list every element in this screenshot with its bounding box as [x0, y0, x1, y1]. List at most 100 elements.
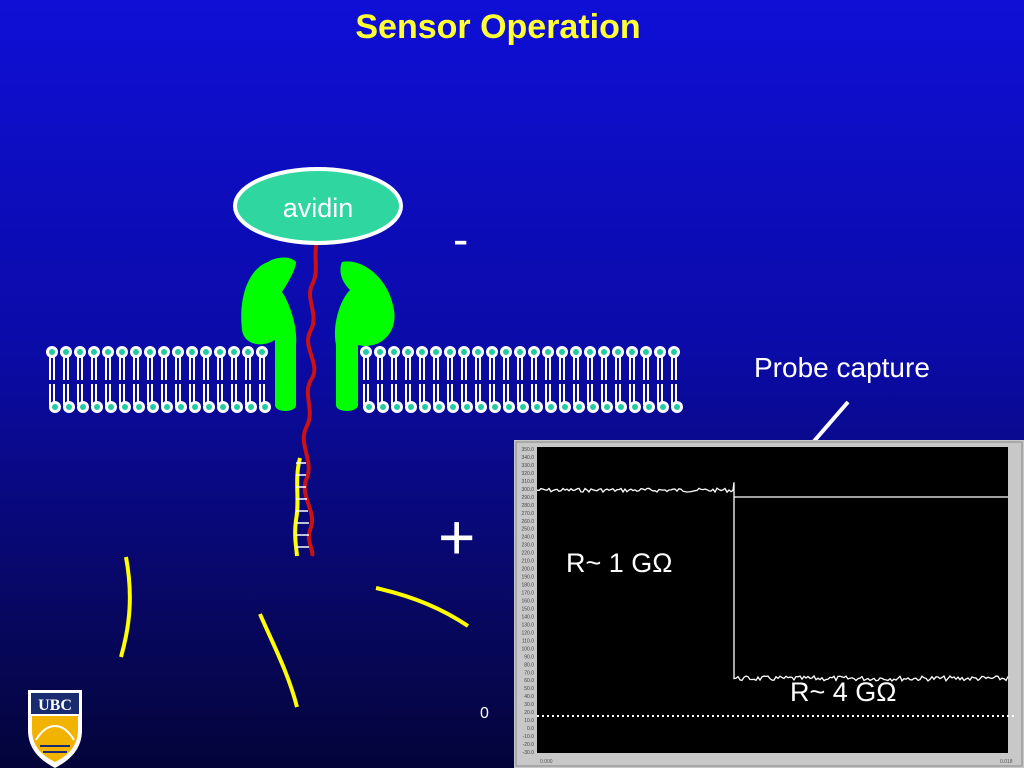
lipid-head-core: [105, 349, 111, 355]
lipid-head-core: [108, 404, 114, 410]
lipid-head-core: [520, 404, 526, 410]
y-tick-label: 50.0: [524, 686, 534, 692]
lipid-head-core: [436, 404, 442, 410]
lipid-head-core: [657, 349, 663, 355]
resistance-label-high: R~ 1 GΩ: [566, 548, 673, 578]
lipid-head-core: [674, 404, 680, 410]
y-tick-label: 270.0: [521, 511, 534, 517]
y-tick-label: 340.0: [521, 455, 534, 461]
y-tick-label: 160.0: [521, 599, 534, 605]
free-strand-2: [258, 613, 299, 708]
lipid-head-core: [203, 349, 209, 355]
y-tick-label: 250.0: [521, 527, 534, 533]
lipid-head-core: [601, 349, 607, 355]
avidin-label: avidin: [283, 193, 354, 223]
y-tick-label: 140.0: [521, 614, 534, 620]
lipid-head-core: [164, 404, 170, 410]
lipid-head-core: [475, 349, 481, 355]
resistance-label-low: R~ 4 GΩ: [790, 677, 897, 707]
lipid-head-core: [245, 349, 251, 355]
lipid-head-core: [646, 404, 652, 410]
y-tick-label: 290.0: [521, 495, 534, 501]
lipid-head-core: [363, 349, 369, 355]
lipid-head-core: [119, 349, 125, 355]
lipid-head-core: [52, 404, 58, 410]
plot-area: [537, 447, 1008, 753]
lipid-head-core: [545, 349, 551, 355]
lipid-head-core: [618, 404, 624, 410]
y-tick-label: -10.0: [523, 734, 535, 740]
avidin-ellipse: [233, 167, 403, 245]
lipid-bilayer-left: [46, 346, 271, 413]
y-tick-label: 20.0: [524, 710, 534, 716]
lipid-head-core: [136, 404, 142, 410]
x-axis-start-label: 0.000: [540, 759, 553, 765]
lipid-head-core: [447, 349, 453, 355]
lipid-head-core: [643, 349, 649, 355]
lipid-head-core: [671, 349, 677, 355]
lipid-head-core: [573, 349, 579, 355]
lipid-head-core: [248, 404, 254, 410]
recording-trace-panel: 350.0340.0330.0320.0310.0300.0290.0280.0…: [514, 440, 1024, 768]
lipid-head-core: [133, 349, 139, 355]
y-tick-label: 260.0: [521, 519, 534, 525]
lipid-head-core: [259, 349, 265, 355]
lipid-head-core: [450, 404, 456, 410]
lipid-head-core: [562, 404, 568, 410]
y-tick-label: 330.0: [521, 463, 534, 469]
lipid-head-core: [231, 349, 237, 355]
y-tick-label: 230.0: [521, 543, 534, 549]
lipid-head-core: [206, 404, 212, 410]
y-tick-label: 310.0: [521, 479, 534, 485]
dna-probe-strand: [301, 237, 320, 557]
free-strand-3: [375, 586, 470, 628]
channel-protein-right-half: [334, 261, 395, 411]
lipid-head-core: [503, 349, 509, 355]
y-tick-label: 110.0: [522, 638, 534, 644]
lipid-head-core: [576, 404, 582, 410]
y-tick-label: 150.0: [521, 606, 534, 612]
current-trace: [536, 482, 1009, 683]
y-tick-label: 280.0: [521, 503, 534, 509]
lipid-head-core: [408, 404, 414, 410]
lipid-head-core: [394, 404, 400, 410]
y-tick-label: 80.0: [524, 662, 534, 668]
lipid-head-core: [217, 349, 223, 355]
lipid-head-core: [461, 349, 467, 355]
y-tick-label: 220.0: [521, 551, 534, 557]
lipid-head-core: [433, 349, 439, 355]
lipid-head-core: [147, 349, 153, 355]
lipid-head-core: [220, 404, 226, 410]
lipid-head-core: [587, 349, 593, 355]
lipid-head-core: [234, 404, 240, 410]
lipid-head-core: [262, 404, 268, 410]
lipid-head-core: [192, 404, 198, 410]
lipid-head-core: [590, 404, 596, 410]
y-axis-tick-labels: 350.0340.0330.0320.0310.0300.0290.0280.0…: [521, 447, 534, 756]
lipid-head-core: [80, 404, 86, 410]
x-axis-end-label: 0.018: [1000, 759, 1013, 765]
lipid-head-core: [150, 404, 156, 410]
y-tick-label: -30.0: [523, 750, 535, 756]
lipid-head-core: [366, 404, 372, 410]
slide-title: Sensor Operation: [355, 8, 641, 46]
lipid-bilayer-right: [360, 346, 683, 413]
lipid-head-core: [548, 404, 554, 410]
captured-target-strand: [293, 457, 302, 557]
lipid-head-core: [517, 349, 523, 355]
lipid-head-core: [161, 349, 167, 355]
y-tick-label: 40.0: [524, 694, 534, 700]
lipid-head-core: [478, 404, 484, 410]
y-tick-label: 190.0: [521, 575, 534, 581]
y-tick-label: 240.0: [521, 535, 534, 541]
lipid-head-core: [660, 404, 666, 410]
lipid-head-core: [506, 404, 512, 410]
y-tick-label: 0.0: [527, 726, 534, 732]
lipid-head-core: [63, 349, 69, 355]
y-tick-label: 120.0: [521, 630, 534, 636]
y-tick-label: 60.0: [524, 678, 534, 684]
y-tick-label: 200.0: [521, 567, 534, 573]
lipid-head-core: [66, 404, 72, 410]
channel-protein-left-half: [241, 257, 297, 411]
